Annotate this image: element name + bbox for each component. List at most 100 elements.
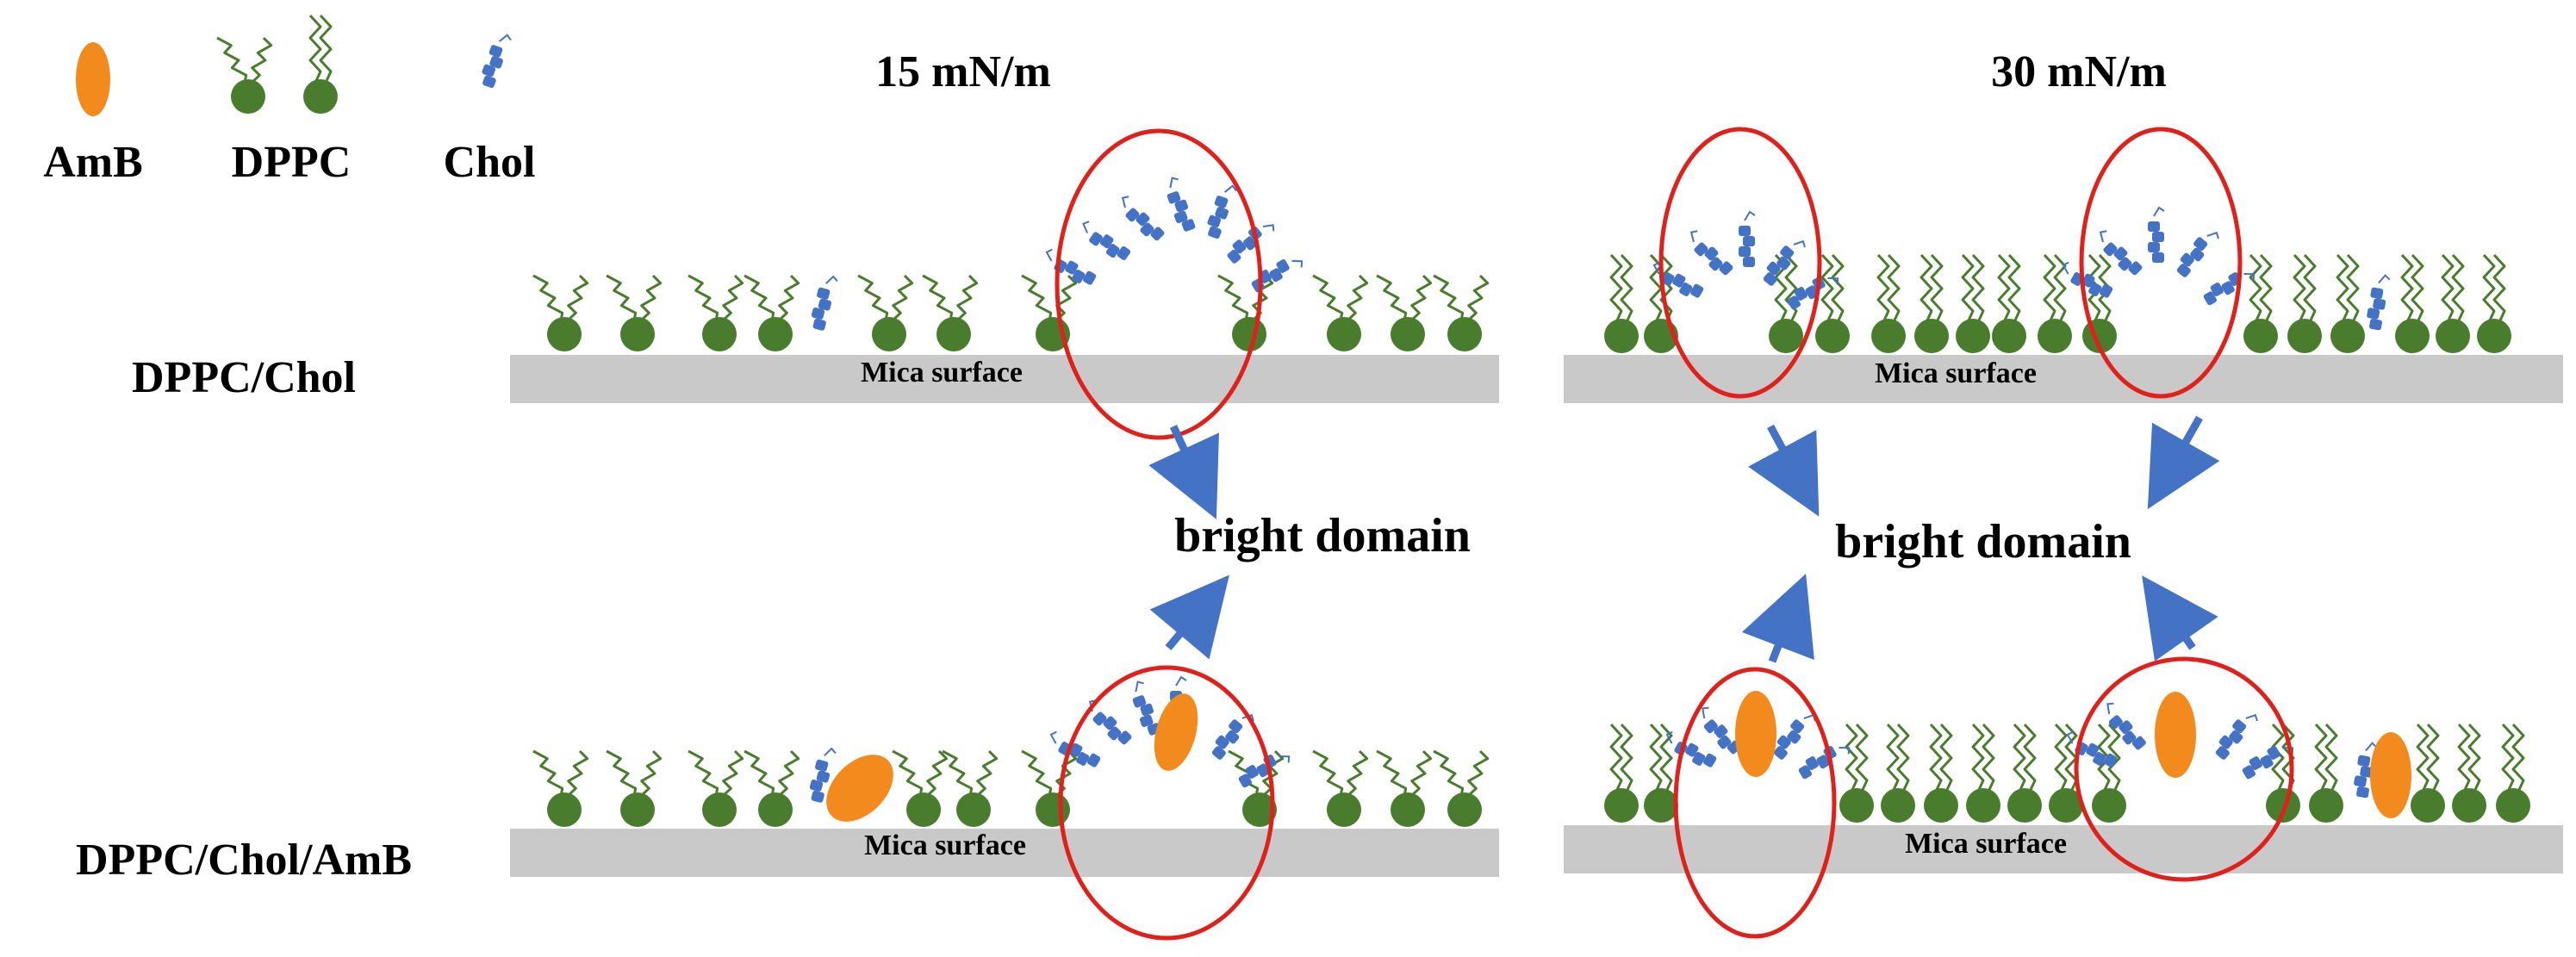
dppc-lipid <box>2309 723 2343 823</box>
cholesterol-molecule <box>2215 713 2258 760</box>
cholesterol-molecule <box>1207 184 1237 239</box>
mica-surface-bottom-left <box>510 829 1499 877</box>
cholesterol-molecule <box>1211 713 1254 760</box>
chol-legend-icon <box>482 34 512 89</box>
lipid-head <box>2330 319 2365 353</box>
lipid-head <box>2049 788 2083 823</box>
cholesterol-molecule <box>1652 261 1704 298</box>
dppc-lipid <box>2243 253 2278 353</box>
cholesterol-molecule <box>1702 706 1741 755</box>
dppc-lipid <box>1433 749 1490 827</box>
lipid-head <box>1604 788 1639 823</box>
dppc-lipid <box>1815 253 1850 353</box>
dppc-lipid <box>1871 253 1906 353</box>
mica-surface-bottom-right <box>1564 825 2563 873</box>
dppc-lipid <box>2496 723 2530 823</box>
amb-molecule <box>1154 693 1198 771</box>
pressure-label-30: 30 mN/m <box>1991 47 2167 96</box>
dppc-lipid <box>2330 253 2365 353</box>
lipid-head <box>1242 792 1277 827</box>
dppc-lipid <box>1956 253 1990 353</box>
cholesterol-molecule <box>2354 742 2378 799</box>
legend-dppc-label: DPPC <box>232 138 352 187</box>
lipid-head <box>2496 788 2530 823</box>
lipid-head <box>303 79 338 114</box>
arrow-top-30-right <box>2147 415 2220 510</box>
lipid-head <box>1232 317 1266 351</box>
dppc-lipid <box>532 274 589 351</box>
cholesterol-molecule <box>2099 230 2143 276</box>
lipid-head <box>2243 319 2278 353</box>
dppc-lipid <box>1604 253 1639 353</box>
cholesterol-molecule <box>811 275 838 331</box>
dppc-lipid <box>1312 749 1369 827</box>
mica-surface-top-right <box>1564 355 2563 403</box>
lipid-head <box>1644 788 1678 823</box>
pressure-label-15: 15 mN/m <box>875 47 1051 96</box>
dppc-lipid <box>1021 749 1078 827</box>
highlight-circle-bottom-30-left <box>1673 667 1837 939</box>
lipid-head <box>1871 319 1906 353</box>
lipid-head <box>2452 788 2486 823</box>
lipid-head <box>1447 792 1482 827</box>
lipid-head <box>1604 319 1639 353</box>
lipid-head <box>1769 319 1803 353</box>
lipid-head <box>1881 788 1915 823</box>
lipid-head <box>2038 319 2072 353</box>
lipid-head <box>872 317 906 351</box>
highlight-circle-top-30-right <box>2079 127 2243 399</box>
arrow-bottom-30-right <box>2142 575 2218 662</box>
cholesterol-molecule <box>2242 746 2294 780</box>
dppc-lipid <box>1604 723 1639 823</box>
lipid-head <box>1914 319 1949 353</box>
dppc-lipid <box>1914 253 1949 353</box>
dppc-lipid <box>2266 723 2300 823</box>
lipid-head <box>906 792 941 827</box>
cholesterol-molecule <box>809 747 837 803</box>
lipid-head <box>702 317 737 351</box>
cholesterol-molecule <box>2203 272 2256 306</box>
mica-label-top-right: Mica surface <box>1875 357 2037 389</box>
lipid-head <box>1992 319 2026 353</box>
lipid-head <box>1815 319 1850 353</box>
amb-molecule <box>1735 691 1776 777</box>
dppc-lipid <box>2411 723 2445 823</box>
dppc-lipid <box>1312 274 1369 351</box>
dppc-lipid <box>1376 274 1433 351</box>
cholesterol-molecule <box>1227 224 1275 264</box>
row-label-dppc-chol: DPPC/Chol <box>132 353 356 402</box>
lipid-head <box>758 317 793 351</box>
lipid-head <box>2309 788 2343 823</box>
cholesterol-molecule <box>1045 248 1097 285</box>
lipid-head <box>2007 788 2042 823</box>
dppc-lipid <box>532 749 589 827</box>
cholesterol-molecule <box>1739 210 1756 267</box>
cholesterol-molecule <box>2148 206 2165 263</box>
lipid-head <box>1839 788 1874 823</box>
dppc-lipid <box>1881 723 1915 823</box>
lipid-head <box>2266 788 2300 823</box>
dppc-lipid <box>688 274 744 351</box>
dppc-lipid <box>2477 253 2511 353</box>
lipid-head <box>620 792 655 827</box>
legend <box>76 14 512 116</box>
dppc-lipid <box>688 749 744 827</box>
cholesterol-molecule <box>2367 274 2391 331</box>
lipid-head <box>936 317 971 351</box>
mica-label-bottom-left: Mica surface <box>864 830 1026 861</box>
dppc-lipid <box>2038 253 2072 353</box>
dppc-lipid <box>2436 253 2470 353</box>
cholesterol-molecule <box>1132 680 1161 736</box>
dppc-lipid <box>1644 723 1678 823</box>
arrow-bottom-15 <box>1149 575 1229 660</box>
highlight-circle-bottom-15 <box>1058 665 1275 941</box>
mica-surfaces <box>510 355 2563 877</box>
lipid-head <box>620 317 655 351</box>
lipid-head <box>702 792 737 827</box>
cholesterol-molecule <box>1773 713 1816 760</box>
dppc-lipid <box>2007 723 2042 823</box>
dppc-lipid <box>922 274 979 351</box>
dppc-lipid <box>1433 274 1490 351</box>
lipid-head <box>1036 792 1070 827</box>
